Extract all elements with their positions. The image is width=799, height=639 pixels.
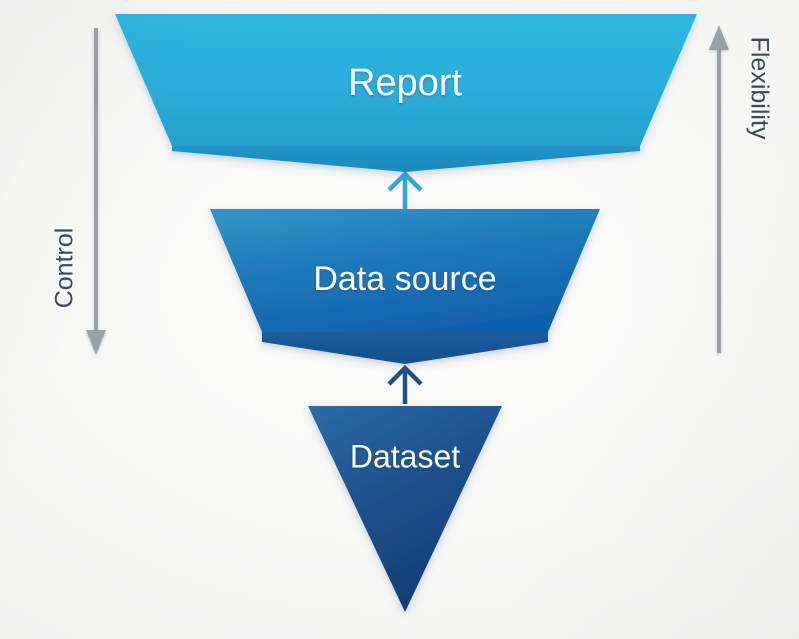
- stage-report[interactable]: [115, 14, 697, 172]
- flexibility-axis-label: Flexibility: [745, 37, 773, 140]
- data-source-label: Data source: [313, 260, 496, 298]
- arrow-data-source-to-report: [387, 170, 423, 212]
- stage-dataset[interactable]: [308, 406, 502, 612]
- data-source-shape: [210, 209, 600, 332]
- data-source-lip: [262, 327, 548, 364]
- report-label: Report: [348, 62, 462, 104]
- report-lip: [172, 141, 640, 172]
- report-shape: [115, 14, 697, 146]
- dataset-shape: [308, 406, 502, 612]
- control-axis: Control: [51, 28, 106, 355]
- control-axis-label: Control: [51, 228, 79, 309]
- arrow-dataset-to-data-source: [387, 364, 423, 404]
- flexibility-axis-arrow-icon: [709, 25, 729, 353]
- flexibility-axis: Flexibility: [709, 25, 773, 353]
- stage-data-source[interactable]: [210, 209, 600, 364]
- control-axis-arrow-icon: [86, 28, 106, 355]
- dataset-label: Dataset: [350, 438, 460, 474]
